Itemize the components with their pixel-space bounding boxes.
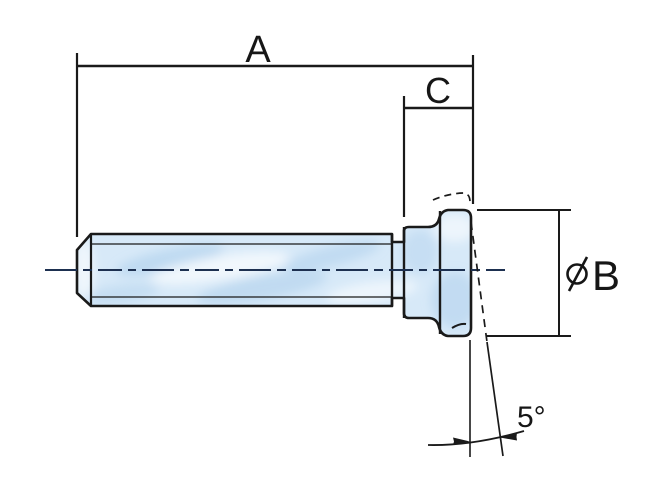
angle-arrow-left-icon: [453, 437, 470, 445]
dim-a-label: A: [245, 29, 271, 71]
dim-c-label: C: [425, 70, 451, 111]
tilted-face-top-dashed: [432, 192, 471, 203]
angle-arrow-right-icon: [500, 432, 517, 441]
dimension-c: C: [402, 70, 473, 217]
dimension-b: B: [477, 209, 620, 337]
stud-body: [75, 208, 473, 338]
tilted-face-side-dashed: [470, 221, 488, 343]
angle-label: 5°: [517, 401, 546, 434]
angle-dimension: 5°: [427, 340, 546, 457]
watercolor-shading: [77, 214, 471, 328]
dimension-a: A: [75, 29, 475, 237]
stud-outline: [75, 208, 473, 338]
head-bottom-detail-stroke: [451, 322, 467, 329]
dim-b-label: B: [592, 252, 620, 299]
diameter-symbol-icon: [566, 256, 589, 292]
